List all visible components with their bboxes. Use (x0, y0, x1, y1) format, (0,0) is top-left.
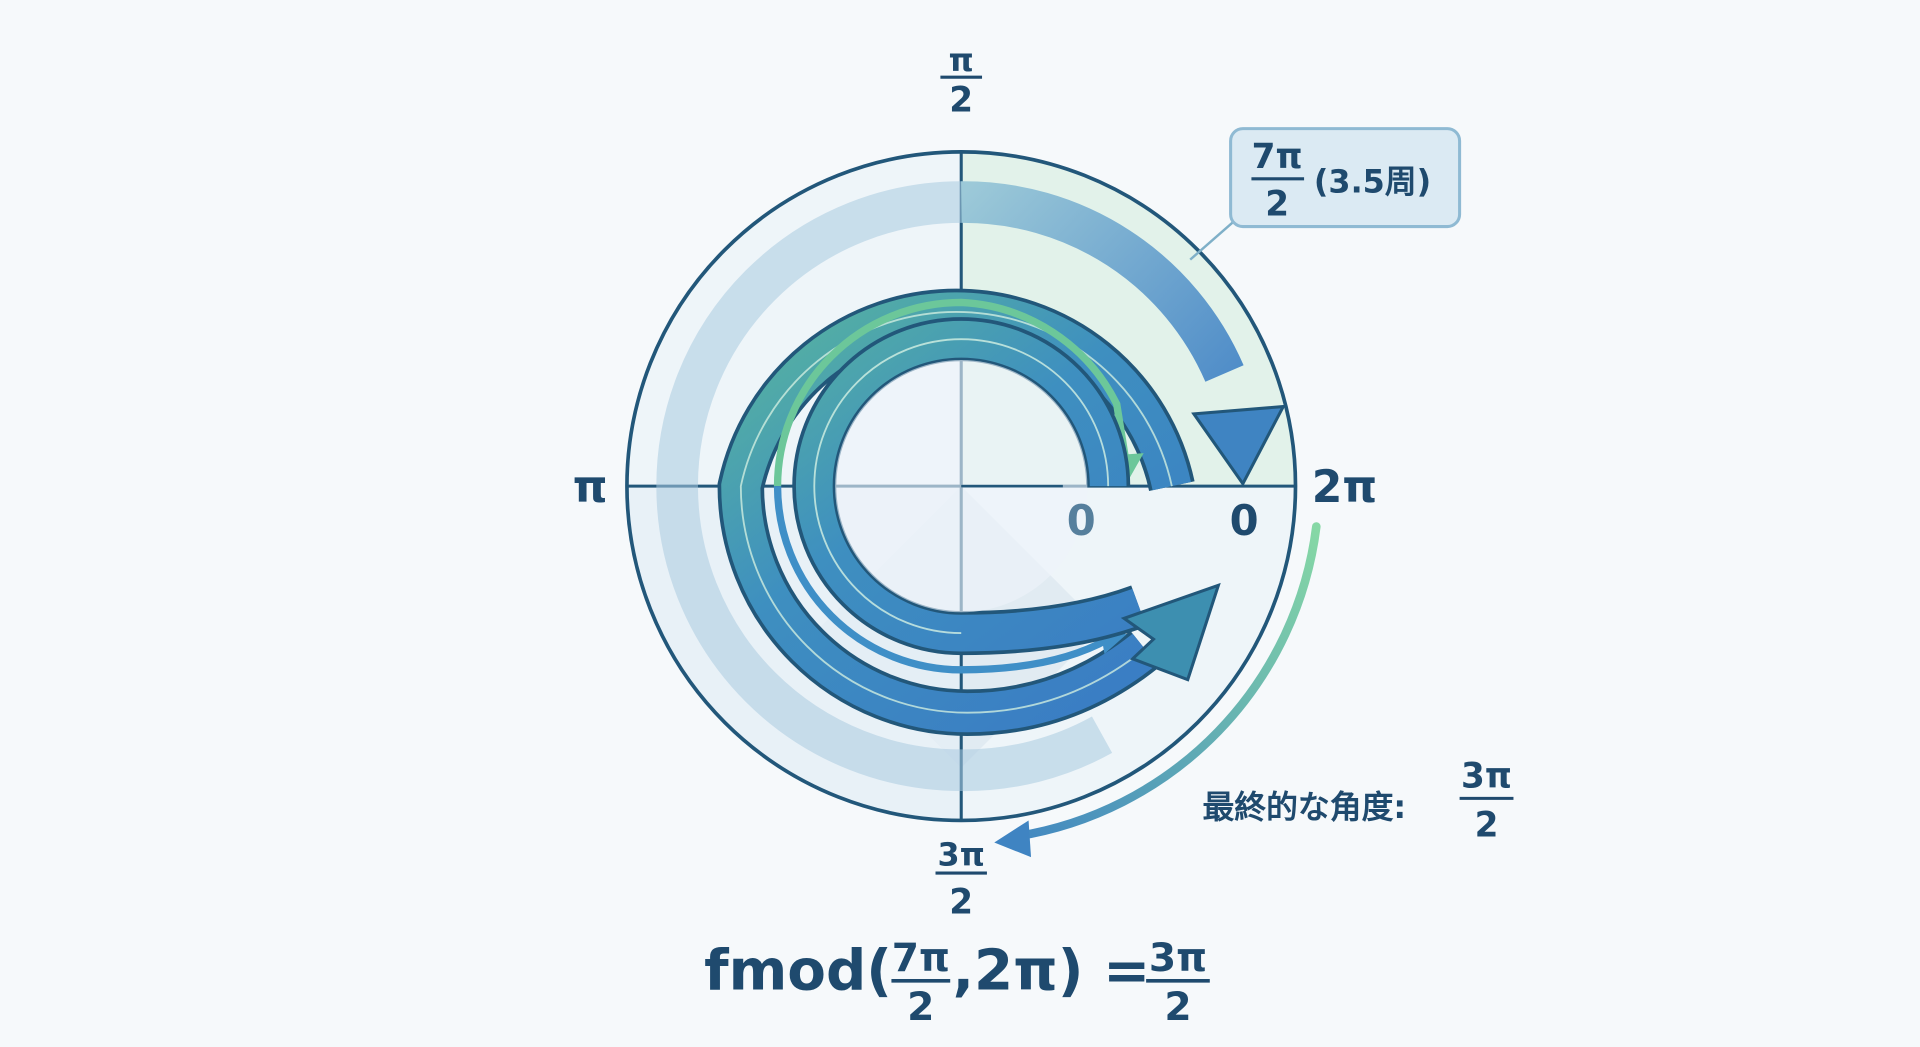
label-right: 2π (1312, 462, 1378, 513)
callout-text: (3.5周) (1314, 162, 1431, 200)
label-left: π (573, 462, 608, 513)
formula-arg-num: 7π (892, 936, 950, 981)
thin-green-arrow (773, 298, 1131, 487)
final-angle-label: 最終的な角度: (1202, 788, 1406, 826)
callout-box (1229, 127, 1462, 229)
outer-arc-arrow (961, 181, 1244, 382)
zero-label-inner: 0 (1067, 496, 1096, 545)
fmod-formula: fmod( 7π 2 ,2π) = 3π 2 (704, 936, 1210, 1030)
thin-blue-arrow (773, 486, 1110, 674)
callout-num: 7π (1252, 137, 1303, 177)
spiral-arrowhead-icon (1120, 582, 1221, 682)
label-bottom-den: 2 (949, 883, 973, 923)
label-top-num: π (949, 41, 974, 79)
formula-result-num: 3π (1149, 936, 1207, 981)
zero-label-outer: 0 (1230, 496, 1259, 545)
final-angle-num: 3π (1461, 756, 1512, 796)
outer-arrowhead-icon (1191, 404, 1286, 487)
formula-prefix: fmod( (704, 938, 892, 1003)
label-top-den: 2 (949, 80, 973, 120)
final-angle-arrowhead-icon (994, 820, 1032, 858)
formula-arg-den: 2 (907, 985, 934, 1030)
final-angle-arc (1012, 522, 1321, 841)
formula-middle: ,2π) = (953, 938, 1151, 1003)
callout-den: 2 (1265, 185, 1289, 225)
formula-result-den: 2 (1164, 985, 1191, 1030)
faint-outer-band (656, 181, 1113, 792)
final-angle-den: 2 (1475, 805, 1499, 845)
label-bottom-num: 3π (938, 836, 985, 874)
